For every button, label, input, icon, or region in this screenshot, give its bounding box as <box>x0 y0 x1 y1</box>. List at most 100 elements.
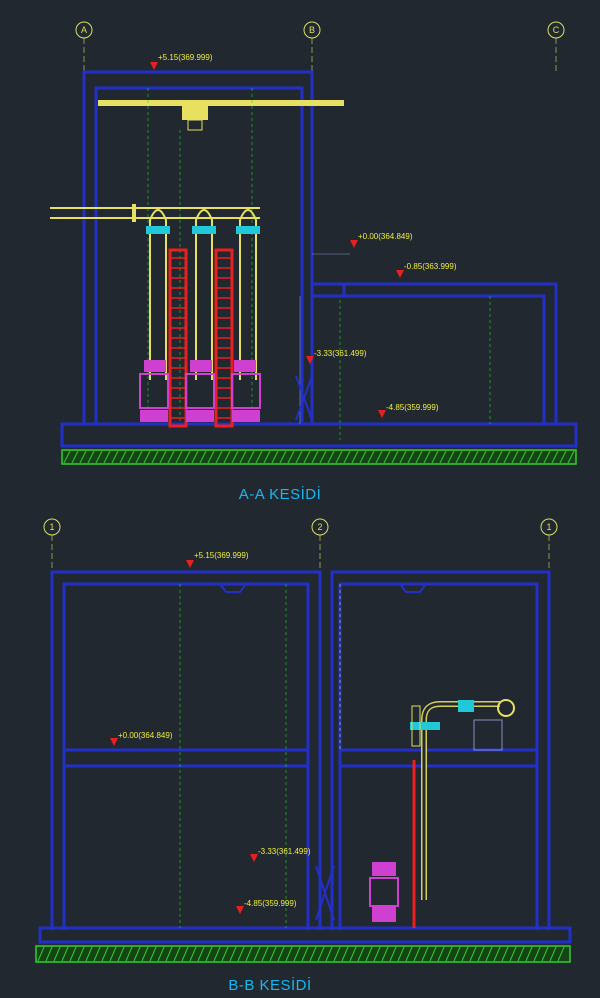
elevation-label-bb-4: -4.85(359.999) <box>244 899 297 908</box>
hatch-line <box>349 946 357 962</box>
hatch-line <box>295 450 303 464</box>
hatch-line <box>127 450 135 464</box>
hatch-line <box>71 450 79 464</box>
hatch-line <box>135 450 143 464</box>
hatch-line <box>207 450 215 464</box>
elevation-aa-3: -0.85(363.999) <box>396 262 457 278</box>
elevation-bb-2: +0.00(364.849) <box>110 731 173 746</box>
hatch-line <box>351 450 359 464</box>
hatch-line <box>189 946 197 962</box>
hatch-line <box>557 946 565 962</box>
hatch-line <box>157 946 165 962</box>
hatch-line <box>495 450 503 464</box>
ground-hatch-pattern-aa <box>63 450 575 464</box>
hatch-line <box>309 946 317 962</box>
hatch-line <box>383 450 391 464</box>
right-tank-internal <box>299 253 491 424</box>
hatch-line <box>341 946 349 962</box>
hatch-line <box>303 450 311 464</box>
hatch-line <box>327 450 335 464</box>
hatch-line <box>471 450 479 464</box>
crane-hoist <box>182 106 208 120</box>
hatch-line <box>125 946 133 962</box>
hatch-line <box>45 946 53 962</box>
section-title-bb: B-B KESİDİ <box>228 976 311 994</box>
hatch-line <box>221 946 229 962</box>
hatch-line <box>151 450 159 464</box>
hatch-line <box>159 450 167 464</box>
bb-pump <box>369 862 399 922</box>
hatch-line <box>63 450 71 464</box>
hatch-line <box>103 450 111 464</box>
hatch-line <box>503 450 511 464</box>
axis-label-c: C <box>553 25 560 35</box>
hatch-line <box>175 450 183 464</box>
hatch-line <box>549 946 557 962</box>
hatch-line <box>375 450 383 464</box>
hatch-line <box>543 450 551 464</box>
discharge-header-aa <box>50 207 260 219</box>
elevation-label-aa-4: -3.33(361.499) <box>314 349 367 358</box>
hatch-line <box>199 450 207 464</box>
base-slab-bb <box>38 926 572 944</box>
gate-valve-icon <box>458 700 474 712</box>
elevation-bb-4: -4.85(359.999) <box>236 899 297 914</box>
hatch-line <box>165 946 173 962</box>
pump-1 <box>144 360 166 372</box>
hatch-line <box>445 946 453 962</box>
hatch-line <box>183 450 191 464</box>
crane-beam <box>98 100 344 106</box>
hatch-line <box>359 450 367 464</box>
hatch-line <box>517 946 525 962</box>
axis-label-b: B <box>309 25 315 35</box>
hatch-line <box>447 450 455 464</box>
ground-hatch-aa <box>61 449 577 465</box>
hatch-line <box>141 946 149 962</box>
hatch-line <box>247 450 255 464</box>
section-title-aa: A-A KESİDİ <box>239 485 322 503</box>
elevation-bb-3: -3.33(361.499) <box>250 847 311 862</box>
elevation-label-bb-2: +0.00(364.849) <box>118 731 173 740</box>
hatch-line <box>205 946 213 962</box>
hatch-line <box>285 946 293 962</box>
hatch-line <box>109 946 117 962</box>
section-bb: 1 2 1 <box>35 518 572 994</box>
hatch-line <box>453 946 461 962</box>
section-aa: A B C <box>50 21 578 503</box>
hatch-line <box>365 946 373 962</box>
hatch-line <box>391 450 399 464</box>
hatch-line <box>101 946 109 962</box>
hatch-line <box>191 450 199 464</box>
hatch-line <box>95 450 103 464</box>
elevation-aa-1: +5.15(369.999) <box>150 53 213 70</box>
hatch-line <box>231 450 239 464</box>
elevation-label-aa-2: +0.00(364.849) <box>358 232 413 241</box>
hatch-line <box>461 946 469 962</box>
hatch-line <box>527 450 535 464</box>
base-slab-aa <box>60 422 578 448</box>
hatch-line <box>405 946 413 962</box>
hatch-line <box>239 450 247 464</box>
elevation-aa-4: -3.33(361.499) <box>306 349 367 364</box>
hatch-line <box>463 450 471 464</box>
axis-lines-bb <box>51 535 550 572</box>
hatch-line <box>493 946 501 962</box>
hatch-line <box>279 450 287 464</box>
hatch-line <box>357 946 365 962</box>
hatch-line <box>533 946 541 962</box>
hatch-line <box>119 450 127 464</box>
hatch-line <box>79 450 87 464</box>
hatch-line <box>455 450 463 464</box>
hatch-line <box>117 946 125 962</box>
hatch-line <box>423 450 431 464</box>
hatch-line <box>277 946 285 962</box>
hatch-line <box>229 946 237 962</box>
elevation-label-bb-1: +5.15(369.999) <box>194 551 249 560</box>
elevation-label-aa-5: -4.85(359.999) <box>386 403 439 412</box>
hatch-line <box>381 946 389 962</box>
elevation-label-aa-1: +5.15(369.999) <box>158 53 213 62</box>
hatch-line <box>149 946 157 962</box>
hatch-line <box>485 946 493 962</box>
